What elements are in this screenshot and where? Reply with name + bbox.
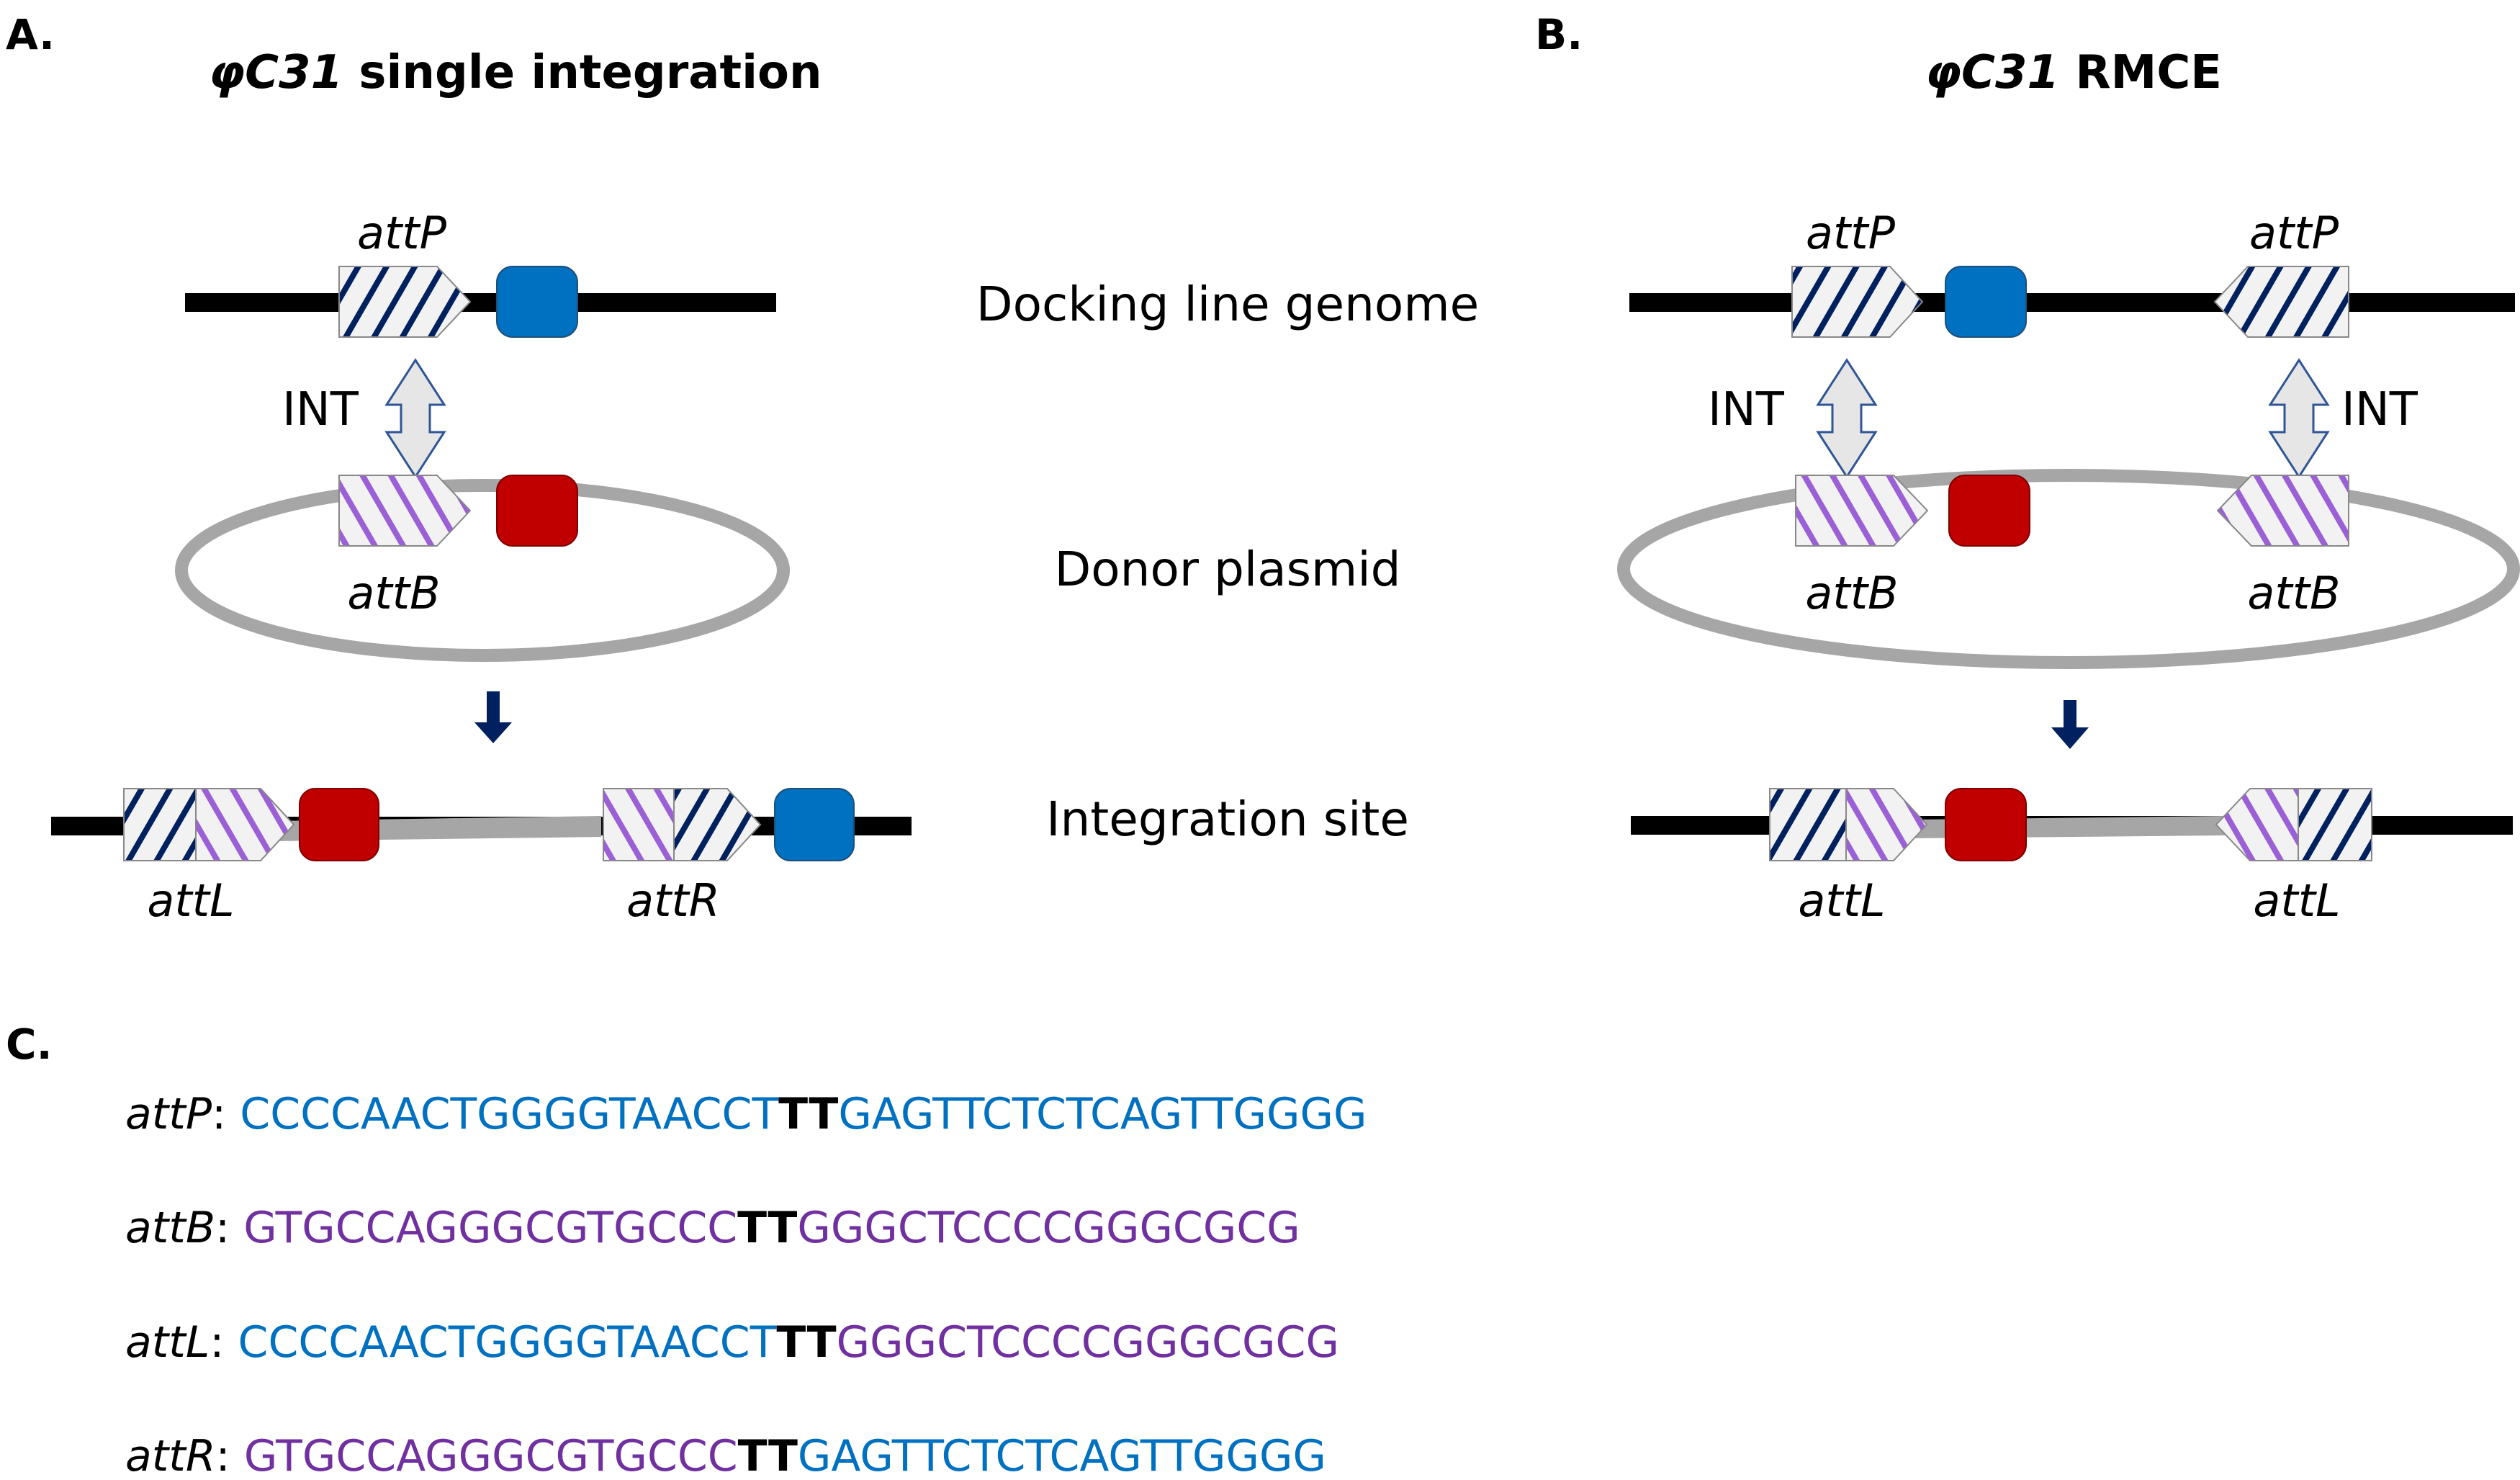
panel-a-title-rest: single integration xyxy=(343,46,822,99)
sequence-right-arm: GGGCTCCCCGGGCGCG xyxy=(797,1203,1300,1253)
a-docking-line: attP xyxy=(185,207,776,338)
sequence-core: TT xyxy=(778,1089,838,1139)
down-arrow-icon xyxy=(2051,700,2089,749)
int-label-right: INT xyxy=(2341,383,2418,436)
double-arrow-icon xyxy=(2268,358,2330,479)
sequence-core: TT xyxy=(776,1317,836,1368)
panel-b-letter: B. xyxy=(1535,10,1583,59)
attP-left-site-icon xyxy=(1791,266,1924,338)
attL-left-attB-half-icon xyxy=(1845,788,1928,861)
b-donor-plasmid: attB attB xyxy=(1617,469,2520,669)
attB-right-label: attB xyxy=(2247,567,2340,619)
red-marker-icon xyxy=(299,788,379,861)
panel-c: C. attP: CCCCAACTGGGGTAACCTTTGAGTTCTCTCA… xyxy=(6,1020,1367,1480)
panel-a-title-phage: φC31 xyxy=(209,46,343,99)
attB-left-label: attB xyxy=(1805,567,1898,619)
sequence-separator: : xyxy=(212,1089,240,1139)
down-arrow-icon xyxy=(474,691,512,743)
sequence-separator: : xyxy=(216,1431,244,1480)
genome-line xyxy=(185,293,776,312)
blue-marker-icon xyxy=(1945,266,2027,338)
attL-left-label: attL xyxy=(1798,874,1885,927)
sequence-left-arm: GTGCCAGGGCGTGCCC xyxy=(243,1203,737,1253)
red-marker-icon xyxy=(496,475,578,547)
panel-b-title-phage: φC31 xyxy=(1925,46,2059,99)
attR-attB-half-icon xyxy=(603,788,675,861)
sequence-left-arm: GTGCCAGGGCGTGCCC xyxy=(244,1431,738,1480)
panel-c-letter: C. xyxy=(6,1020,53,1069)
red-marker-icon xyxy=(1948,475,2030,547)
panel-a: A. φC31 single integration attP INT attB xyxy=(6,10,912,927)
sequence-name: attP xyxy=(125,1089,212,1139)
b-docking-line: attP attP xyxy=(1629,207,2515,338)
attP-site-icon xyxy=(338,266,472,338)
sequence-row: attP: CCCCAACTGGGGTAACCTTTGAGTTCTCTCAGTT… xyxy=(125,1089,1367,1139)
row-label-integration: Integration site xyxy=(1046,791,1409,847)
sequence-core: TT xyxy=(738,1431,798,1480)
sequence-core: TT xyxy=(737,1203,797,1253)
plasmid-circle xyxy=(1617,469,2520,669)
panel-b-title-rest: RMCE xyxy=(2059,46,2222,99)
sequence-name: attB xyxy=(125,1203,215,1253)
int-label: INT xyxy=(282,383,359,436)
double-arrow-icon xyxy=(1816,358,1878,479)
attP-left-label: attP xyxy=(1806,207,1896,259)
attR-attP-half-icon xyxy=(673,788,762,861)
plasmid-circle xyxy=(175,479,790,662)
attL-attB-half-icon xyxy=(195,788,295,861)
sequence-row: attR: GTGCCAGGGCGTGCCCTTGAGTTCTCTCAGTTGG… xyxy=(125,1431,1326,1480)
attP-right-label: attP xyxy=(2249,207,2339,259)
b-integration-site: attL attL xyxy=(1631,788,2513,927)
row-label-docking: Docking line genome xyxy=(976,277,1479,332)
panel-b-title: φC31 RMCE xyxy=(1925,46,2222,99)
red-marker-icon xyxy=(1945,788,2027,861)
attL-attP-half-icon xyxy=(123,788,197,861)
int-label-left: INT xyxy=(1708,383,1785,436)
sequence-separator: : xyxy=(215,1203,243,1253)
sequence-left-arm: CCCCAACTGGGGTAACCT xyxy=(240,1089,778,1139)
a-int-arrow: INT xyxy=(282,358,446,479)
attL-label: attL xyxy=(147,874,234,927)
b-int-arrows: INT INT xyxy=(1708,358,2418,479)
attL-right-label: attL xyxy=(2253,874,2340,927)
sequence-row: attB: GTGCCAGGGCGTGCCCTTGGGCTCCCCGGGCGCG xyxy=(125,1203,1300,1253)
row-labels: Docking line genome Donor plasmid Integr… xyxy=(976,277,1479,847)
sequence-row: attL: CCCCAACTGGGGTAACCTTTGGGCTCCCCGGGCG… xyxy=(125,1317,1339,1368)
panel-a-letter: A. xyxy=(6,10,55,59)
a-donor-plasmid: attB xyxy=(175,475,790,662)
panel-a-title: φC31 single integration xyxy=(209,46,822,99)
sequence-left-arm: CCCCAACTGGGGTAACCT xyxy=(238,1317,777,1368)
attB-site-icon xyxy=(338,475,472,547)
blue-marker-icon xyxy=(774,788,855,861)
attL-left-attP-half-icon xyxy=(1769,788,1847,861)
sequence-list: attP: CCCCAACTGGGGTAACCTTTGAGTTCTCTCAGTT… xyxy=(125,1089,1367,1480)
double-arrow-icon xyxy=(384,358,446,479)
a-integration-site: attL attR xyxy=(51,788,912,927)
attP-label: attP xyxy=(357,207,447,259)
sequence-right-arm: GAGTTCTCTCAGTTGGGG xyxy=(838,1089,1367,1139)
sequence-right-arm: GGGCTCCCCGGGCGCG xyxy=(837,1317,1339,1368)
attB-right-site-icon xyxy=(2216,475,2349,547)
attP-right-site-icon xyxy=(2213,266,2349,338)
blue-marker-icon xyxy=(496,266,578,338)
attB-label: attB xyxy=(347,567,440,619)
attB-left-site-icon xyxy=(1795,475,1929,547)
genome-line xyxy=(1629,293,2515,312)
row-label-donor: Donor plasmid xyxy=(1054,542,1400,597)
panel-b: B. φC31 RMCE attP attP INT INT attB attB xyxy=(1535,10,2520,927)
sequence-name: attR xyxy=(125,1431,216,1480)
attL-right-attB-half-icon xyxy=(2215,788,2299,861)
sequence-name: attL xyxy=(125,1317,210,1368)
sequence-separator: : xyxy=(210,1317,238,1368)
attR-label: attR xyxy=(626,874,720,927)
attL-right-attP-half-icon xyxy=(2298,788,2372,861)
sequence-right-arm: GAGTTCTCTCAGTTGGGG xyxy=(798,1431,1326,1480)
